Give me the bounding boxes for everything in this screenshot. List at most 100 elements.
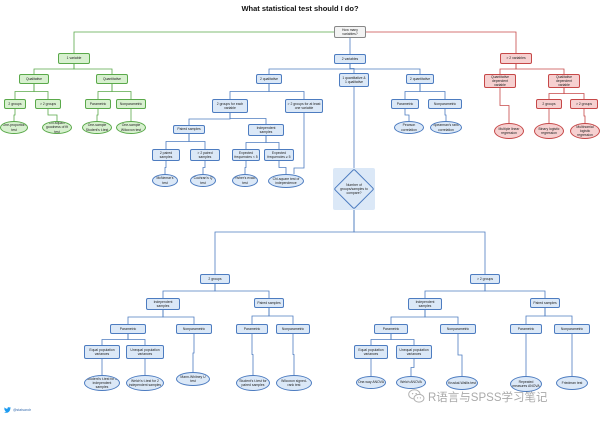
node-label: Cochran's Q test xyxy=(193,176,213,185)
test-node-t_stp: Student's t-test for paired samples xyxy=(236,375,270,391)
connector-Rnp-to-t_kw xyxy=(457,334,463,376)
test-node-t_blr: Binary logistic regression xyxy=(534,123,564,139)
connector-Rpar-to-Runeq xyxy=(390,334,415,345)
test-node-t_onew: One-sample Wilcoxon test xyxy=(116,121,146,134)
connector-g2-to-t_oneprop xyxy=(13,109,16,121)
node-Lind: Independent samples xyxy=(146,298,180,310)
node-label: 2 paired samples xyxy=(159,150,173,159)
connector-diamond-to-R2 xyxy=(353,206,486,274)
node-label: > 2 groups xyxy=(39,101,57,106)
node-label: Qualitative xyxy=(25,76,43,81)
node-Lnp: Nonparametric xyxy=(176,324,212,334)
node-label: Parametric xyxy=(382,326,400,331)
connector-rm2-to-t_mnlr xyxy=(583,109,586,123)
node-label: Quantitative xyxy=(102,76,122,81)
node-s2: 2 paired samples xyxy=(152,149,180,161)
test-node-t_cochran: Cochran's Q test xyxy=(190,174,216,187)
node-label: 1 variable xyxy=(66,56,82,61)
node-label: Unequal population variances xyxy=(130,347,160,356)
node-label: Binary logistic regression xyxy=(538,126,560,135)
node-v1np: Nonparametric xyxy=(116,99,146,109)
node-label: One-sample Student's t-test xyxy=(85,123,109,132)
node-label: Expected frequencies < 5 xyxy=(234,150,258,159)
node-label: Paired samples xyxy=(533,300,557,305)
node-label: 2 variables xyxy=(341,56,359,61)
node-label: One-proportion test xyxy=(2,123,26,132)
connector-nq2-to-np2 xyxy=(419,84,446,99)
node-label: Independent samples xyxy=(415,299,435,308)
connector-np2-to-t_spearman xyxy=(444,109,447,121)
connector-v1p-to-t_onet xyxy=(96,109,99,121)
decision-node-diamond: Number of groups/samples to compare? xyxy=(333,168,375,210)
connector-Lpar-to-Luneq xyxy=(127,334,146,345)
node-Lpar: Parametric xyxy=(110,324,146,334)
node-label: Wilcoxon signed-rank test xyxy=(281,378,307,387)
node-v1q: Qualitative xyxy=(19,74,49,84)
test-node-t_fisher: Fisher's exact test xyxy=(232,174,258,187)
node-label: Nonparametric xyxy=(281,326,305,331)
node-label: > 2 groups xyxy=(575,101,593,106)
watermark: R语言与SPSS学习笔记 xyxy=(408,388,548,405)
twitter-bird-icon xyxy=(4,407,11,413)
node-nq2: 2 quantitative xyxy=(406,74,434,84)
test-node-t_mlr: Multiple linear regression xyxy=(494,123,524,139)
connector-gm2one-to-t_chiind xyxy=(293,113,305,174)
connector-Lnp2-to-t_wsr xyxy=(292,334,295,375)
node-label: 2 qualitative xyxy=(259,76,279,81)
connector-Lind-to-Lnp xyxy=(162,310,195,324)
node-label: 2 groups xyxy=(8,101,22,106)
node-label: Repeated measures ANOVA xyxy=(512,379,540,388)
node-v1p: Parametric xyxy=(85,99,111,109)
node-q2: 2 qualitative xyxy=(256,74,282,84)
connector-q2-to-gm2one xyxy=(268,84,305,99)
node-label: One-sample Wilcoxon test xyxy=(120,123,142,132)
twitter-handle: @statsandr xyxy=(13,408,31,412)
twitter-credit[interactable]: @statsandr xyxy=(4,407,31,413)
node-Leq: Equal population variances xyxy=(84,345,120,359)
connector-g2each-to-indep xyxy=(229,113,267,124)
test-node-t_kw: Kruskal-Wallis test xyxy=(446,376,478,390)
test-node-t_chigof: Chi-square goodness of fit test xyxy=(42,121,72,134)
connector-exlt5-to-t_fisher xyxy=(244,161,247,174)
node-label: Chi-square goodness of fit test xyxy=(45,121,69,134)
node-label: Number of groups/samples to compare? xyxy=(340,182,368,196)
node-v1n: Quantitative xyxy=(96,74,128,84)
node-label: Independent samples xyxy=(256,125,276,134)
node-label: One-way ANOVA xyxy=(358,380,384,385)
node-gm2: > 2 groups xyxy=(35,99,61,109)
node-label: > 2 groups for at least one variable xyxy=(287,101,321,110)
node-label: Mann-Whitney U test xyxy=(180,374,206,383)
test-node-t_st: Student's t-test for 2 independent sampl… xyxy=(84,375,120,391)
node-label: Nonparametric xyxy=(119,101,143,106)
connector-v1n-to-v1np xyxy=(111,84,132,99)
node-label: > 2 groups xyxy=(476,276,494,281)
watermark-text: R语言与SPSS学习笔记 xyxy=(428,391,548,404)
connector-v1-to-v1n xyxy=(73,64,113,74)
node-label: Equal population variances xyxy=(89,347,115,356)
node-v3: > 2 variables xyxy=(500,53,532,64)
node-label: Kruskal-Wallis test xyxy=(448,380,476,385)
test-node-t_onet: One-sample Student's t-test xyxy=(82,121,112,134)
node-Lpair: Paired samples xyxy=(254,298,284,308)
node-label: Parametric xyxy=(89,101,107,106)
node-label: Chi-square test of independence xyxy=(272,176,300,185)
node-label: Unequal population variances xyxy=(399,347,429,356)
connector-exge5-to-t_chiind xyxy=(278,161,287,174)
node-Req: Equal population variances xyxy=(354,345,388,359)
node-gm2one: > 2 groups for at least one variable xyxy=(285,99,323,113)
node-label: Nonparametric xyxy=(182,326,206,331)
node-Lnp2: Nonparametric xyxy=(276,324,310,334)
node-label: Paired samples xyxy=(177,127,201,132)
connector-Runeq-to-t_wanova xyxy=(410,359,415,376)
test-node-t_mnlr: Multinomial logistic regression xyxy=(570,123,600,139)
connector-Rind-to-Rnp xyxy=(424,310,459,324)
node-qd: Quantitative dependent variable xyxy=(484,74,516,88)
node-label: Student's t-test for paired samples xyxy=(239,378,267,387)
connector-Lnp-to-t_mw xyxy=(192,334,195,372)
node-label: Parametric xyxy=(517,326,535,331)
node-label: Equal population variances xyxy=(358,347,384,356)
connector-L2-to-Lpair xyxy=(214,284,270,298)
node-g2: 2 groups xyxy=(4,99,26,109)
node-label: Parametric xyxy=(119,326,137,331)
